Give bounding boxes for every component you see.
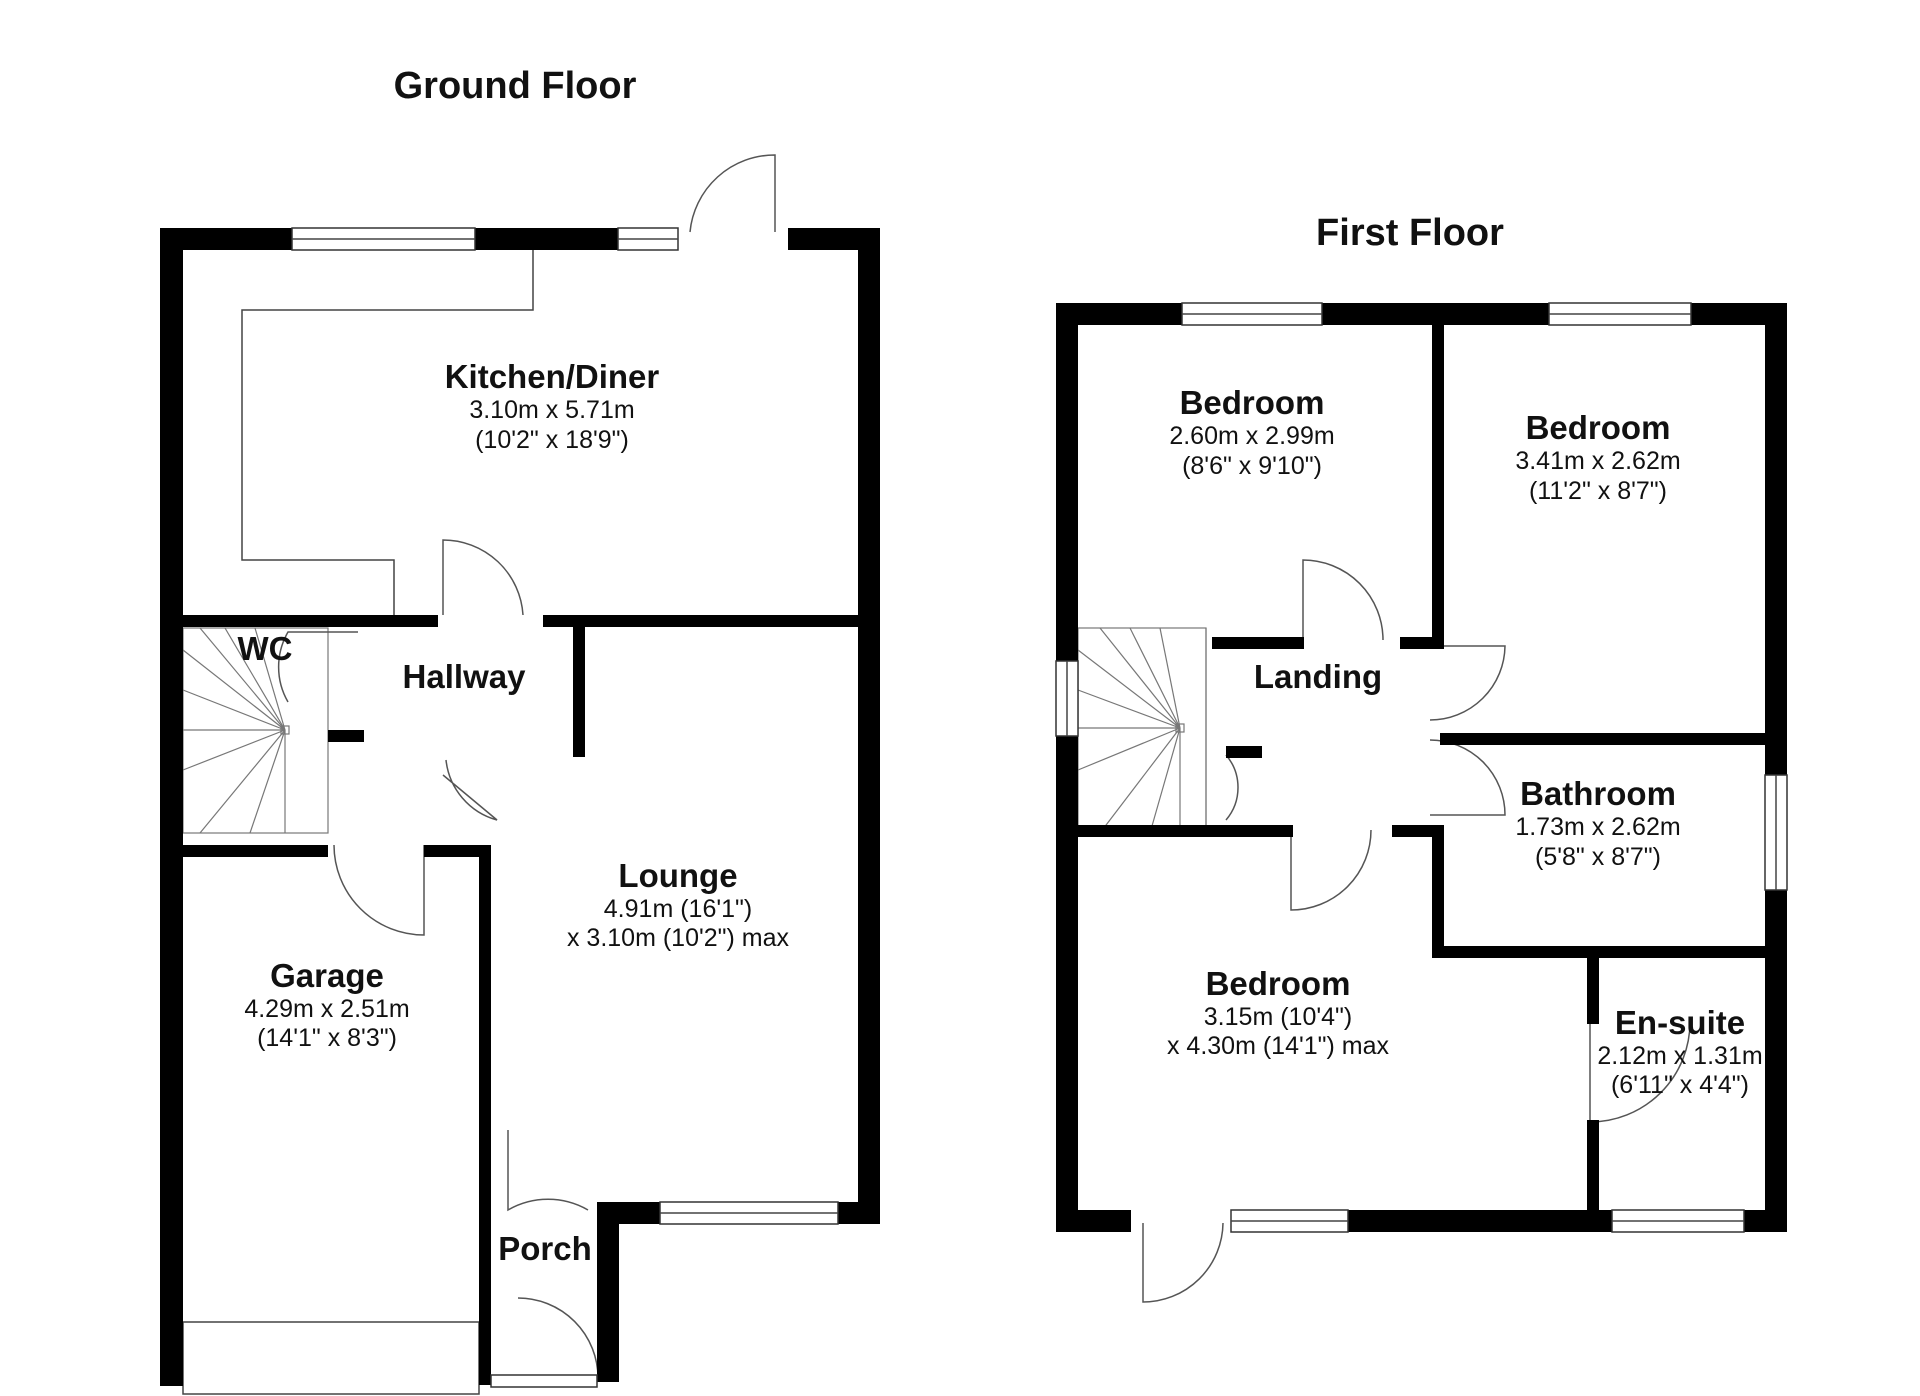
bedroom1-dimensions-metric: 2.60m x 2.99m: [1169, 422, 1334, 450]
landing-name: Landing: [1254, 658, 1382, 695]
bedroom2-dimensions-imperial: (11'2" x 8'7"): [1529, 477, 1667, 505]
ensuite-name: En-suite: [1615, 1004, 1745, 1041]
garage-door: [182, 1321, 480, 1395]
garage-dimensions-imperial: (14'1" x 8'3"): [257, 1024, 397, 1052]
bedroom3-dimensions-line2: x 4.30m (14'1") max: [1167, 1032, 1390, 1060]
kitchen-counter: [241, 246, 534, 615]
kitchen-dimensions-imperial: (10'2" x 18'9"): [475, 426, 629, 454]
bathroom-dimensions-metric: 1.73m x 2.62m: [1515, 813, 1680, 841]
first-floor-plan: First Floor: [1055, 212, 1788, 1303]
garage-name: Garage: [270, 957, 384, 994]
bathroom-dimensions-imperial: (5'8" x 8'7"): [1535, 843, 1661, 871]
ground-windows: [291, 227, 839, 1388]
hallway-name: Hallway: [403, 658, 527, 695]
bedroom1-dimensions-imperial: (8'6" x 9'10"): [1182, 452, 1322, 480]
bedroom2-name: Bedroom: [1526, 409, 1671, 446]
ground-door-swings: [277, 154, 776, 1379]
bedroom3-name: Bedroom: [1206, 965, 1351, 1002]
porch-name: Porch: [498, 1230, 592, 1267]
bathroom-name: Bathroom: [1520, 775, 1676, 812]
first-windows: [1055, 302, 1788, 1233]
bedroom2-dimensions-metric: 3.41m x 2.62m: [1515, 447, 1680, 475]
ground-walls: [160, 228, 880, 1386]
ensuite-dimensions-imperial: (6'11" x 4'4"): [1611, 1071, 1749, 1099]
lounge-dimensions-line2: x 3.10m (10'2") max: [567, 924, 790, 952]
kitchen-name: Kitchen/Diner: [445, 358, 660, 395]
ground-floor-plan: Ground Floor: [160, 65, 880, 1395]
garage-dimensions-metric: 4.29m x 2.51m: [244, 995, 409, 1023]
lounge-dimensions-line1: 4.91m (16'1"): [604, 895, 752, 923]
first-walls: [1056, 303, 1787, 1232]
ground-floor-title: Ground Floor: [394, 65, 637, 107]
bedroom1-name: Bedroom: [1180, 384, 1325, 421]
kitchen-dimensions-metric: 3.10m x 5.71m: [469, 396, 634, 424]
lounge-name: Lounge: [618, 857, 737, 894]
wc-name: WC: [238, 630, 293, 667]
first-floor-title: First Floor: [1316, 212, 1504, 254]
first-staircase: [1077, 627, 1207, 834]
ensuite-dimensions-metric: 2.12m x 1.31m: [1597, 1042, 1762, 1070]
first-door-swings: [1142, 559, 1691, 1303]
bedroom3-dimensions-line1: 3.15m (10'4"): [1204, 1003, 1352, 1031]
